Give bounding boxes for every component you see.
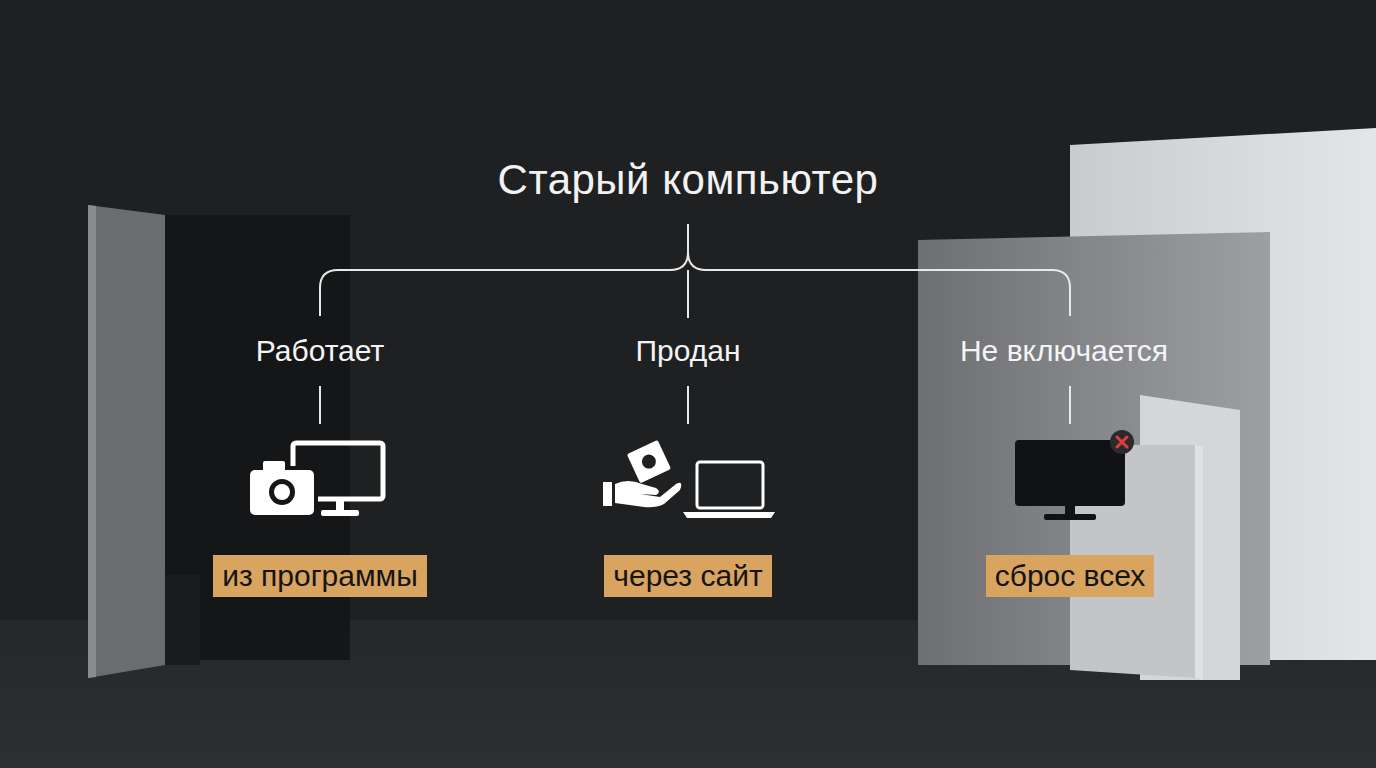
grey-panel bbox=[88, 205, 165, 678]
dead-monitor-icon bbox=[1015, 440, 1125, 506]
error-badge bbox=[1110, 430, 1134, 454]
monitor-base bbox=[1044, 514, 1096, 520]
hand-icon bbox=[615, 481, 681, 507]
monitor-stand bbox=[1065, 505, 1075, 515]
stem-line bbox=[1069, 386, 1071, 424]
result-tag: сброс всех bbox=[986, 555, 1155, 597]
banknote-mark bbox=[640, 452, 659, 471]
bracket-line bbox=[687, 270, 689, 318]
tag-text: сброс всех bbox=[995, 558, 1146, 594]
branch-label: Работает bbox=[256, 334, 384, 368]
camera-lens bbox=[274, 484, 290, 500]
bracket-line bbox=[688, 252, 1070, 316]
bracket-line bbox=[320, 224, 688, 316]
money-icon bbox=[627, 440, 671, 483]
panel-edge bbox=[1195, 445, 1203, 680]
error-cross bbox=[1117, 437, 1127, 447]
monitor-stand bbox=[336, 499, 344, 511]
stem-line bbox=[687, 386, 689, 424]
camera-top bbox=[263, 461, 285, 473]
tag-text: из программы bbox=[222, 558, 418, 594]
monitor-base bbox=[321, 510, 359, 516]
diagram-title: Старый компьютер bbox=[498, 156, 879, 204]
result-tag: из программы bbox=[213, 555, 427, 597]
result-tag: через сайт bbox=[604, 555, 771, 597]
panel-edge bbox=[88, 205, 96, 678]
banknote bbox=[627, 440, 671, 483]
stem-line bbox=[319, 386, 321, 424]
tag-text: через сайт bbox=[613, 558, 762, 594]
laptop-screen bbox=[697, 462, 763, 508]
branch-label: Продан bbox=[635, 334, 740, 368]
camera-lens bbox=[269, 479, 295, 505]
camera-icon bbox=[250, 470, 314, 515]
branch-label: Не включается bbox=[960, 334, 1168, 368]
laptop-base bbox=[683, 512, 775, 518]
camera-gap bbox=[246, 466, 318, 518]
hand-cuff bbox=[603, 482, 612, 506]
